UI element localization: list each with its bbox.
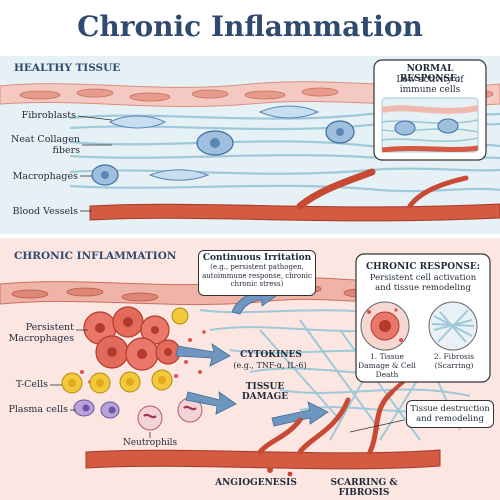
scarring-fibrosis-label: SCARRING & FIBROSIS bbox=[330, 478, 398, 498]
healthy-fibroblasts bbox=[108, 105, 320, 181]
healthy-macrophages bbox=[91, 120, 355, 186]
chronic-response-title: CHRONIC RESPONSE: bbox=[365, 262, 481, 272]
chronic-response-text: Persistent cell activation and tissue re… bbox=[369, 273, 477, 293]
irritation-text: (e.g., persistent pathogen, autoimmune r… bbox=[202, 263, 312, 288]
plasma-cells-label: Plasma cells bbox=[8, 404, 68, 415]
fibroblasts-label: Fibroblasts bbox=[21, 110, 76, 121]
normal-response-title: NORMAL RESPONSE: bbox=[399, 64, 461, 84]
chronic-response-inset bbox=[355, 253, 491, 383]
neutrophils bbox=[137, 397, 203, 431]
page-title: Chronic Inflammation bbox=[77, 10, 423, 43]
tissue-destruction-text: Tissue destruction and remodeling bbox=[410, 404, 490, 424]
collagen-fibers-label: Neat Collagen fibers bbox=[11, 134, 80, 156]
neutrophils-label: Neutrophils bbox=[122, 438, 178, 448]
cytokines-text: (e.g., TNF-α, IL-6) bbox=[233, 361, 307, 370]
irritation-title: Continuous Irritation bbox=[202, 253, 312, 263]
tissue-damage-title: TISSUE DAMAGE bbox=[241, 382, 289, 402]
inset-fibrosis-label: 2. Fibrosis (Scarring) bbox=[433, 352, 475, 370]
blood-vessels-label: Blood Vessels bbox=[12, 206, 78, 217]
normal-response-inset bbox=[373, 59, 487, 161]
inset-tissue-damage-label: 1. Tissue Damage & Cell Death bbox=[358, 352, 416, 379]
healthy-blood-vessel bbox=[89, 168, 500, 222]
t-cells-label: T-Cells bbox=[15, 379, 48, 390]
irritation-box: Continuous Irritation (e.g., persistent … bbox=[198, 250, 316, 296]
tissue-destruction-box: Tissue destruction and remodeling bbox=[406, 400, 494, 428]
healthy-section-label: HEALTHY TISSUE bbox=[14, 62, 121, 74]
persistent-macrophage-cluster bbox=[83, 306, 181, 371]
macrophages-label: Macrophages bbox=[12, 171, 78, 182]
cytokines-title: CYTOKINES bbox=[240, 350, 302, 360]
chronic-section-label: CHRONIC INFLAMMATION bbox=[14, 250, 177, 262]
persistent-macrophages-label: Persistent Macrophages bbox=[8, 322, 74, 344]
angiogenesis-label: ANGIOGENESIS bbox=[215, 478, 297, 488]
normal-response-text: Low activity of immune cells bbox=[396, 75, 464, 95]
